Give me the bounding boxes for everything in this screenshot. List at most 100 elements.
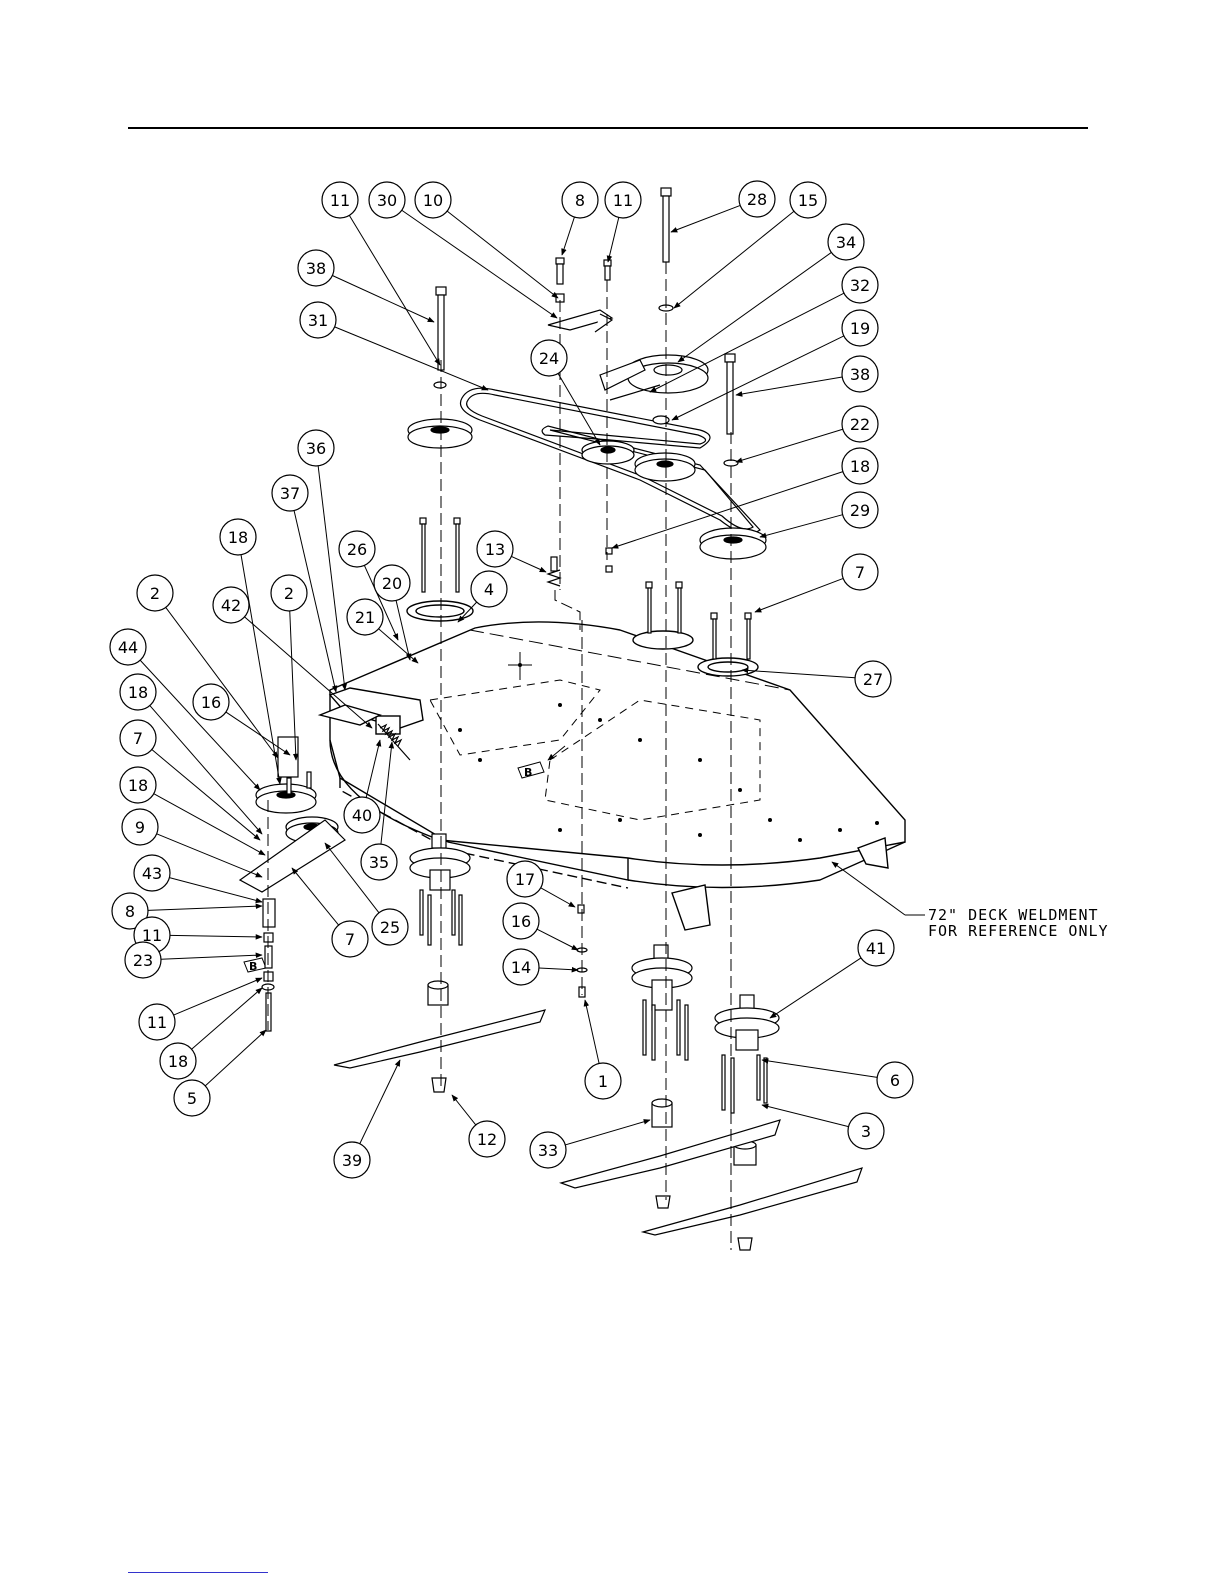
callout-label: 18 bbox=[168, 1052, 188, 1071]
callout-label: 12 bbox=[477, 1130, 497, 1149]
callout-label: 13 bbox=[485, 540, 505, 559]
callout-label: 42 bbox=[221, 596, 241, 615]
callout-leader bbox=[511, 556, 546, 572]
callout-label: 30 bbox=[377, 191, 397, 210]
callout-label: 39 bbox=[342, 1151, 362, 1170]
callout-label: 24 bbox=[539, 349, 559, 368]
callout-label: 8 bbox=[125, 902, 135, 921]
callout-leader bbox=[736, 377, 842, 395]
callout-label: 23 bbox=[133, 951, 153, 970]
callout-label: 7 bbox=[133, 729, 143, 748]
callout-leader bbox=[402, 210, 557, 318]
callout-18b: 18 bbox=[220, 519, 280, 784]
callout-leader bbox=[157, 834, 262, 877]
callout-11d: 11 bbox=[139, 978, 262, 1040]
callout-7c: 7 bbox=[292, 868, 368, 957]
callout-leader bbox=[332, 275, 434, 322]
callout-label: 37 bbox=[280, 484, 300, 503]
callout-leader bbox=[152, 750, 260, 840]
callout-leader bbox=[770, 958, 861, 1018]
callout-12: 12 bbox=[452, 1095, 505, 1157]
callout-label: 20 bbox=[382, 574, 402, 593]
callout-label: 16 bbox=[201, 693, 221, 712]
callout-41: 41 bbox=[770, 930, 894, 1018]
svg-text:B: B bbox=[249, 960, 257, 973]
callout-23: 23 bbox=[125, 942, 262, 978]
callout-label: 7 bbox=[345, 930, 355, 949]
callout-label: 5 bbox=[187, 1089, 197, 1108]
callout-label: 17 bbox=[515, 870, 535, 889]
callout-2b: 2 bbox=[271, 575, 307, 760]
callout-8a: 8 bbox=[562, 182, 598, 255]
callout-label: 35 bbox=[369, 853, 389, 872]
callout-leader bbox=[452, 1095, 476, 1125]
callout-label: 4 bbox=[484, 580, 494, 599]
callout-leader bbox=[537, 929, 578, 950]
callout-leader bbox=[562, 217, 574, 255]
callout-leader bbox=[148, 906, 262, 910]
callout-label: 41 bbox=[866, 939, 886, 958]
callout-leader bbox=[161, 955, 262, 959]
callout-leader bbox=[539, 968, 578, 970]
callout-leader bbox=[170, 935, 262, 937]
callout-14: 14 bbox=[503, 949, 578, 985]
callout-label: 11 bbox=[147, 1013, 167, 1032]
callout-leader bbox=[379, 629, 418, 663]
callout-leader bbox=[650, 293, 844, 392]
callout-leader bbox=[608, 217, 619, 262]
callout-label: 22 bbox=[850, 415, 870, 434]
callout-label: 28 bbox=[747, 190, 767, 209]
callout-label: 38 bbox=[306, 259, 326, 278]
callout-leader bbox=[154, 794, 265, 855]
callout-leader bbox=[174, 978, 262, 1015]
callout-17: 17 bbox=[507, 861, 575, 907]
callout-label: 27 bbox=[863, 670, 883, 689]
callout-leader bbox=[736, 429, 843, 462]
callout-24: 24 bbox=[531, 340, 600, 445]
callout-31: 31 bbox=[300, 302, 488, 390]
callout-label: 26 bbox=[347, 540, 367, 559]
callout-leader bbox=[541, 888, 575, 907]
callout-label: 18 bbox=[228, 528, 248, 547]
callout-leader bbox=[349, 215, 440, 365]
footer-link-underline[interactable] bbox=[128, 1572, 268, 1573]
callout-leader bbox=[226, 712, 290, 755]
callout-label: 21 bbox=[355, 608, 375, 627]
callout-label: 34 bbox=[836, 233, 856, 252]
callout-label: 38 bbox=[850, 365, 870, 384]
callout-4: 4 bbox=[458, 571, 507, 622]
callout-leader bbox=[742, 670, 855, 678]
callout-18e: 18 bbox=[160, 988, 262, 1079]
callout-label: 2 bbox=[150, 584, 160, 603]
callout-leader bbox=[755, 578, 843, 612]
callout-16b: 16 bbox=[503, 903, 578, 950]
callout-label: 8 bbox=[575, 191, 585, 210]
callout-leader bbox=[671, 205, 740, 232]
callout-leader bbox=[360, 1060, 400, 1144]
callout-leader bbox=[585, 1000, 599, 1063]
callout-leader bbox=[292, 868, 339, 925]
callout-10: 10 bbox=[415, 182, 558, 298]
callout-6: 6 bbox=[762, 1060, 913, 1098]
callout-label: 43 bbox=[142, 864, 162, 883]
callout-label: 1 bbox=[598, 1072, 608, 1091]
reference-letter-b-left: B bbox=[244, 958, 266, 973]
callout-label: 29 bbox=[850, 501, 870, 520]
callout-label: 3 bbox=[861, 1122, 871, 1141]
note-line-2: FOR REFERENCE ONLY bbox=[928, 922, 1109, 940]
callout-leader bbox=[447, 211, 558, 298]
callout-label: 18 bbox=[850, 457, 870, 476]
callout-label: 18 bbox=[128, 683, 148, 702]
callout-label: 32 bbox=[850, 276, 870, 295]
callout-leader bbox=[140, 660, 260, 790]
callout-label: 18 bbox=[128, 776, 148, 795]
callout-1: 1 bbox=[585, 1000, 621, 1099]
callout-leader bbox=[762, 1060, 877, 1077]
callout-label: 33 bbox=[538, 1141, 558, 1160]
callout-2a: 2 bbox=[137, 575, 278, 758]
callout-8b: 8 bbox=[112, 893, 262, 929]
callout-38b: 38 bbox=[736, 356, 878, 395]
callout-label: 11 bbox=[330, 191, 350, 210]
callout-3: 3 bbox=[762, 1105, 884, 1149]
